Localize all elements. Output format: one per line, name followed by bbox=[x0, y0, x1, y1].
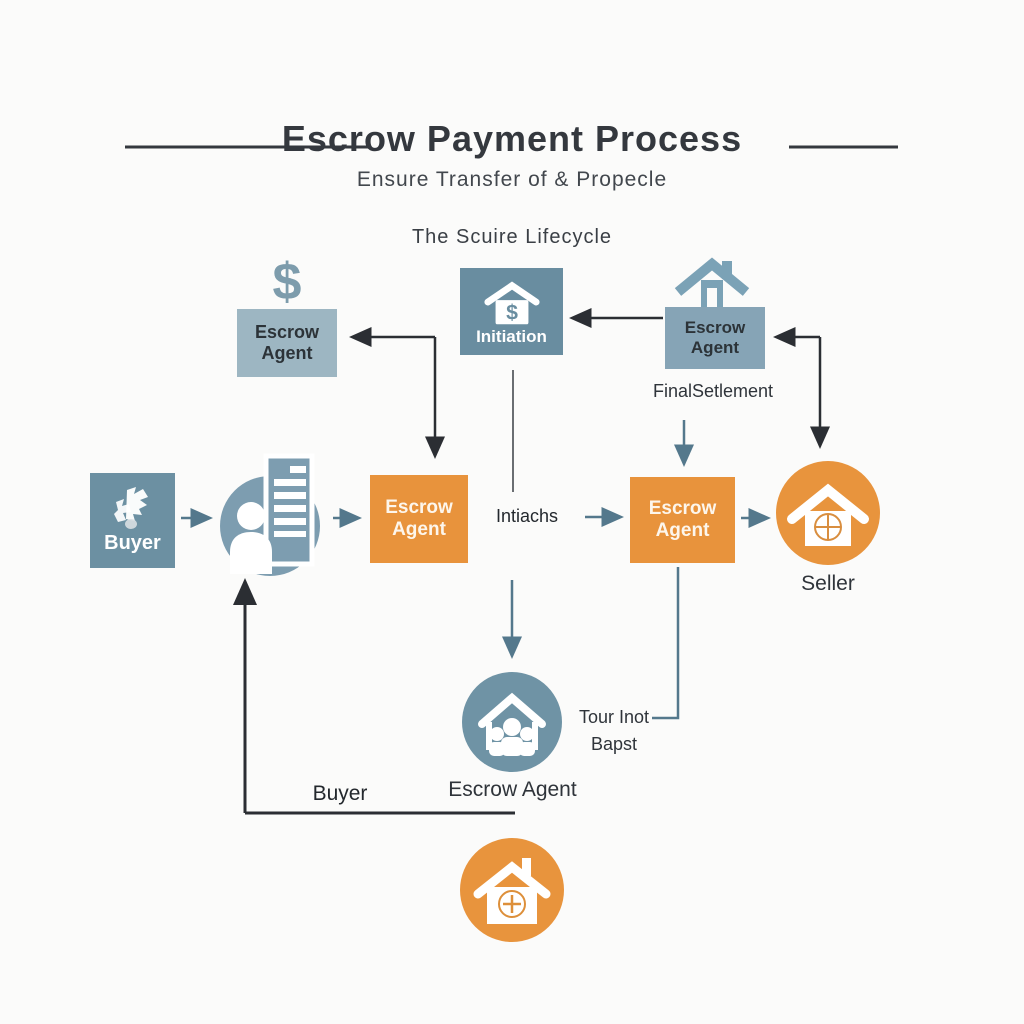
node-escrow-agent-orange-right: Escrow Agent bbox=[630, 477, 735, 563]
puzzle-icon bbox=[113, 487, 148, 529]
node-escrow-agent-bottom bbox=[462, 672, 562, 772]
intiachs-label: Intiachs bbox=[495, 506, 559, 526]
house-door-icon bbox=[674, 257, 750, 310]
dollar-sign-icon: $ bbox=[272, 253, 302, 311]
line-to-tour-label bbox=[652, 567, 680, 720]
node-escrow-agent-left: Escrow Agent bbox=[237, 309, 337, 377]
diagram-caption: The Scuire Lifecycle bbox=[411, 226, 613, 248]
seller-label: Seller bbox=[801, 572, 855, 595]
node-label: Escrow Agent bbox=[385, 497, 453, 540]
house-people-icon bbox=[478, 692, 546, 756]
tour-label: Tour Inot Bapst bbox=[568, 704, 660, 758]
house-window-icon bbox=[787, 483, 869, 546]
node-initiation: $ Initiation bbox=[460, 268, 563, 355]
node-label: Initiation bbox=[476, 326, 547, 346]
node-escrow-agent-right: Escrow Agent bbox=[665, 307, 765, 369]
page-title: Escrow Payment Process bbox=[281, 118, 743, 159]
tour-label-line1: Tour Inot bbox=[578, 707, 650, 727]
node-label: Escrow Agent bbox=[254, 322, 320, 363]
final-settlement-label: FinalSetlement bbox=[652, 381, 774, 401]
node-label: Escrow Agent bbox=[684, 318, 746, 357]
svg-text:$: $ bbox=[506, 300, 518, 324]
node-buyer: Buyer bbox=[90, 473, 175, 568]
node-label: Buyer bbox=[104, 532, 161, 554]
person-document-icon bbox=[220, 453, 320, 576]
escrow-bottom-label: Escrow Agent bbox=[448, 778, 577, 801]
tour-label-line2: Bapst bbox=[590, 734, 638, 754]
node-escrow-agent-orange-left: Escrow Agent bbox=[370, 475, 468, 563]
node-seller bbox=[776, 461, 880, 565]
buyer-bottom-label: Buyer bbox=[312, 782, 368, 805]
node-house-bottom bbox=[460, 838, 564, 942]
node-label: Escrow Agent bbox=[648, 498, 717, 541]
house-dollar-icon: $ bbox=[483, 281, 540, 324]
page-subtitle: Ensure Transfer of & Propecle bbox=[356, 168, 668, 191]
house-plus-icon bbox=[473, 858, 551, 924]
